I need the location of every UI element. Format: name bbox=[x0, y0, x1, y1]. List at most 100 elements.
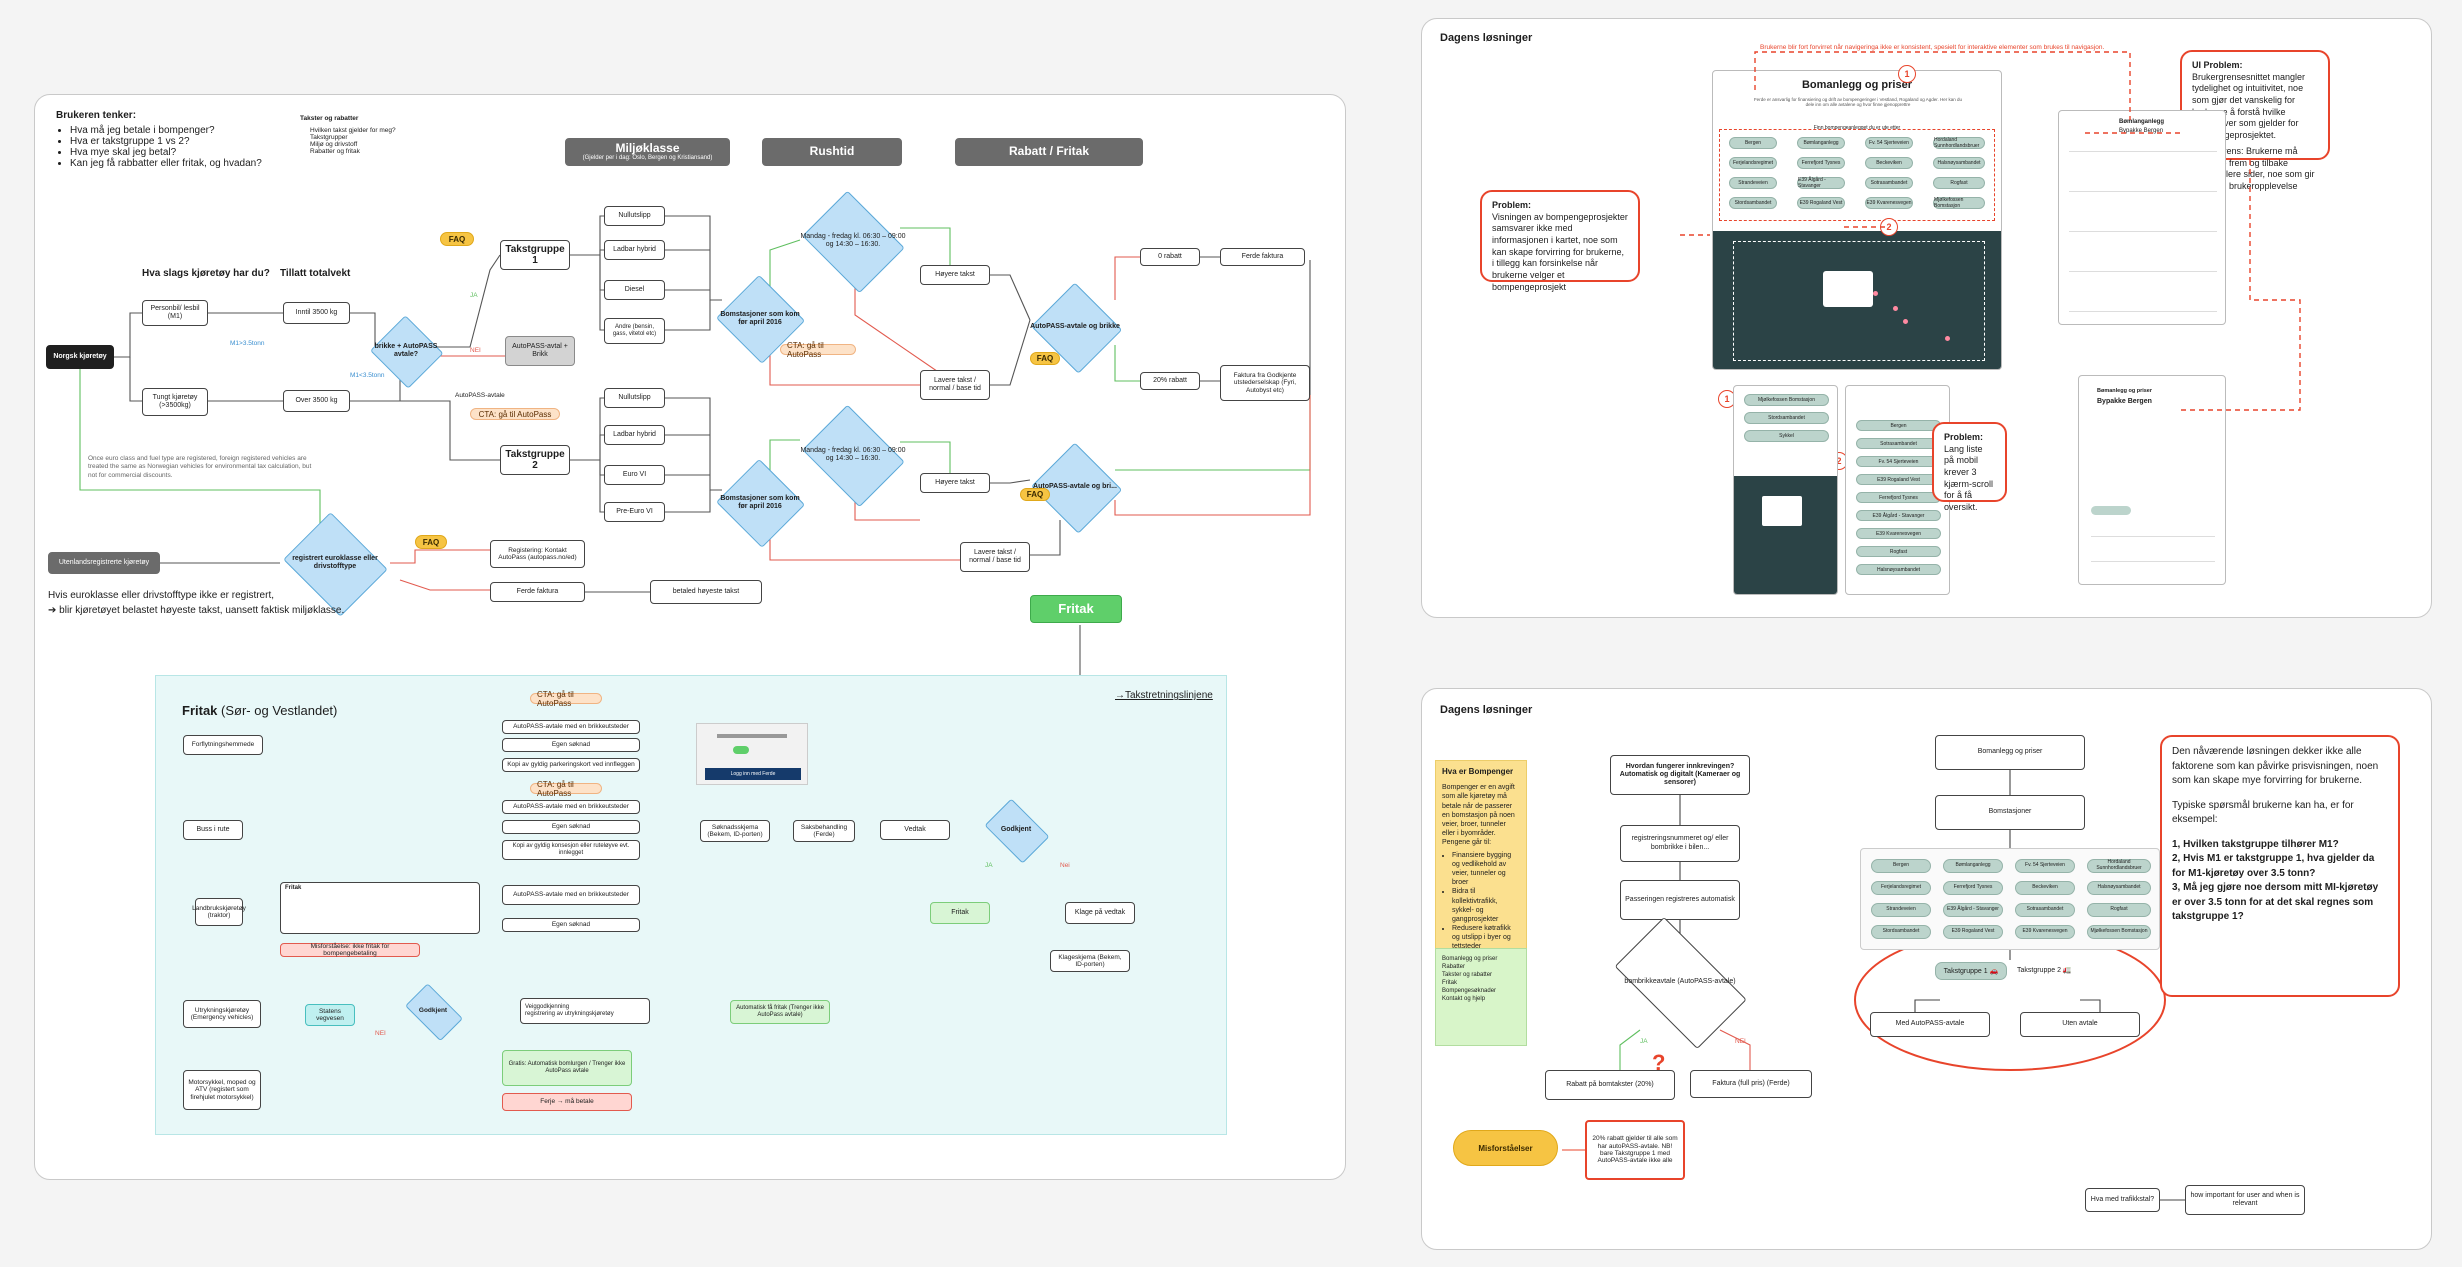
green-item-6: Kontakt og hjelp bbox=[1442, 996, 1486, 1003]
rabatt-0: 0 rabatt bbox=[1140, 248, 1200, 266]
br-chip-9[interactable]: Strandeveien bbox=[1871, 903, 1931, 917]
fritak-nei-2: NEI bbox=[375, 1030, 386, 1037]
br-chip-2[interactable]: Bømlanganlegg bbox=[1943, 859, 2003, 873]
faq-2[interactable]: FAQ bbox=[1030, 352, 1060, 365]
rush-decision-2: Mandag - fredag kl. 06:30 – 09:00 og 14:… bbox=[798, 412, 908, 498]
sticky-item-2: Bidra til kollektivtrafikk, sykkel- og g… bbox=[1452, 887, 1520, 923]
chip-16[interactable]: Mjølkefossen Bomstasjon bbox=[1933, 197, 1985, 209]
br-chip-13[interactable]: Stordsambandet bbox=[1871, 925, 1931, 939]
tg2-item-3: Euro VI bbox=[604, 465, 665, 485]
fritak-cta-2[interactable]: CTA: gå til AutoPass bbox=[530, 780, 602, 798]
sticky-title: Hva er Bompenger bbox=[1442, 767, 1514, 776]
chip-11[interactable]: Sotrasambandet bbox=[1865, 177, 1913, 189]
mobile2-chip-6[interactable]: E39 Ålgård - Stavanger bbox=[1856, 510, 1941, 521]
chip-12[interactable]: Rogfast bbox=[1933, 177, 1985, 189]
chip-9[interactable]: Strandeveien bbox=[1729, 177, 1777, 189]
note-q1: 1, Hvilken takstgruppe tilhører M1? bbox=[2172, 838, 2339, 850]
tg1-item-3: Diesel bbox=[604, 280, 665, 300]
br-chip-10[interactable]: E39 Ålgård - Stavanger bbox=[1943, 903, 2003, 917]
faq-3[interactable]: FAQ bbox=[1020, 488, 1050, 501]
gratis-box: Gratis: Automatisk bomlurgen / Trenger i… bbox=[502, 1050, 632, 1086]
map-view[interactable] bbox=[1713, 231, 2001, 369]
rabatt-20: 20% rabatt bbox=[1140, 372, 1200, 390]
br-chip-5[interactable]: Ferjelandsregimet bbox=[1871, 881, 1931, 895]
faq-1[interactable]: FAQ bbox=[440, 232, 474, 246]
mobile-chip-2[interactable]: Stordsambandet bbox=[1744, 412, 1829, 424]
chip-6[interactable]: Ferrefjord Tysnes bbox=[1797, 157, 1845, 169]
br-chip-6[interactable]: Ferrefjord Tysnes bbox=[1943, 881, 2003, 895]
cta-autopass-1[interactable]: CTA: gå til AutoPass bbox=[470, 408, 560, 420]
br-chip-12[interactable]: Rogfast bbox=[2087, 903, 2151, 917]
mobile-screenshot-4: Bømanlegg og priser Bypakke Bergen bbox=[2078, 375, 2226, 585]
sticky-item-3: Redusere køtrafikk og utslipp i byer og … bbox=[1452, 924, 1520, 951]
personbil: Personbil/ lesbil (M1) bbox=[142, 300, 208, 326]
br-chip-4[interactable]: Hordaland Sunnhordlandsbruer bbox=[2087, 859, 2151, 873]
br-takstgruppe-2[interactable]: Takstgruppe 2 🚛 bbox=[2017, 967, 2072, 974]
br-chip-3[interactable]: Fv. 54 Sjerteveien bbox=[2015, 859, 2075, 873]
fritak-note-label: Fritak bbox=[285, 885, 302, 891]
chip-13[interactable]: Stordsambandet bbox=[1729, 197, 1777, 209]
tg2-item-1: Nullutslipp bbox=[604, 388, 665, 408]
chip-15[interactable]: E39 Kvarenesvegen bbox=[1865, 197, 1913, 209]
autopass-avtale-label: AutoPASS-avtale bbox=[455, 392, 505, 399]
br-med-avtale: Med AutoPASS-avtale bbox=[1870, 1012, 1990, 1037]
foreign-note: Once euro class and fuel type are regist… bbox=[88, 455, 312, 479]
br-nei: NEI bbox=[1735, 1038, 1746, 1045]
br-bomstasjoner: Bomstasjoner bbox=[1935, 795, 2085, 830]
br-chip-7[interactable]: Beckeviken bbox=[2015, 881, 2075, 895]
header-miljoklasse: Miljøklasse (Gjelder per i dag: Oslo, Be… bbox=[565, 138, 730, 166]
miljo-sub: (Gjelder per i dag: Oslo, Bergen og Kris… bbox=[582, 155, 713, 162]
godkjent2-decision: Godkjent bbox=[400, 990, 466, 1032]
br-chip-16[interactable]: Mjølkefossen Bomstasjon bbox=[2087, 925, 2151, 939]
mobile-map-1[interactable] bbox=[1734, 476, 1837, 594]
chip-5[interactable]: Ferjelandsregimet bbox=[1729, 157, 1777, 169]
misforstaelse-fritak: Misforståelse: ikke fritak for bompengeb… bbox=[280, 943, 420, 957]
cat-motorsykkel: Motorsykkel, moped og ATV (registert som… bbox=[183, 1070, 261, 1110]
chip-8[interactable]: Halsnøysambandet bbox=[1933, 157, 1985, 169]
takstretningslinjene-link[interactable]: →Takstretningslinjene bbox=[1115, 690, 1213, 701]
note-q2: 2, Hvis M1 er takstgruppe 1, hva gjelder… bbox=[2172, 853, 2375, 879]
chip-1[interactable]: Bergen bbox=[1729, 137, 1777, 149]
registrering-box: Registering: Kontakt AutoPass (autopass.… bbox=[490, 540, 585, 568]
cta-autopass-2[interactable]: CTA: gå til AutoPass bbox=[780, 341, 856, 359]
green-item-2: Rabatter bbox=[1442, 964, 1466, 971]
mobile2-chip-7[interactable]: E39 Kvarenesvegen bbox=[1856, 528, 1941, 539]
br-chip-15[interactable]: E39 Kvarenesvegen bbox=[2015, 925, 2075, 939]
chip-2[interactable]: Bømlanganlegg bbox=[1797, 137, 1845, 149]
br-chip-14[interactable]: E39 Rogaland Vest bbox=[1943, 925, 2003, 939]
mobile-chip-1[interactable]: Mjølkefossen Bomstasjon bbox=[1744, 394, 1829, 406]
fritak-landbruk-note: Fritak bbox=[280, 882, 480, 934]
mobile2-chip-8[interactable]: Rogfast bbox=[1856, 546, 1941, 557]
hoyere-takst-1: Høyere takst bbox=[920, 265, 990, 285]
faktura-godkjente: Faktura fra Godkjente utstederselskap (F… bbox=[1220, 365, 1310, 401]
chip-10[interactable]: E39 Ålgård - Stavanger bbox=[1797, 177, 1845, 189]
questions-note: Den nåværende løsningen dekker ikke alle… bbox=[2160, 735, 2400, 997]
chip-4[interactable]: Hordaland Sunnhordlandsbruer bbox=[1933, 137, 1985, 149]
user-thinks-title: Brukeren tenker: bbox=[56, 110, 137, 121]
br-takstgruppe-1[interactable]: Takstgruppe 1 🚗 bbox=[1935, 962, 2007, 980]
br-chip-11[interactable]: Sotrasambandet bbox=[2015, 903, 2075, 917]
faq-4[interactable]: FAQ bbox=[415, 535, 447, 549]
br-chip-1[interactable]: Bergen bbox=[1871, 859, 1931, 873]
chip-3[interactable]: Fv. 54 Sjerteveien bbox=[1865, 137, 1913, 149]
dagens-title-1: Dagens løsninger bbox=[1440, 32, 1533, 44]
phone2-title: Bømanlegg og priser bbox=[2097, 388, 2153, 394]
user-thinks: Brukeren tenker: Hva må jeg betale i bom… bbox=[56, 110, 276, 169]
problem-note-2: Problem: Lang liste på mobil krever 3 kj… bbox=[1932, 422, 2007, 512]
klageskjema: Klageskjema (Bekem, ID-porten) bbox=[1050, 950, 1130, 972]
fritak-cta-1[interactable]: CTA: gå til AutoPass bbox=[530, 690, 602, 708]
mobile2-chip-9[interactable]: Halsnøysambandet bbox=[1856, 564, 1941, 575]
br-chip-8[interactable]: Halsnøysambandet bbox=[2087, 881, 2151, 895]
sticky-body: Bompenger er en avgift som alle kjøretøy… bbox=[1442, 784, 1515, 846]
ferde-login-button[interactable]: Logg inn med Ferde bbox=[705, 768, 801, 780]
ferde-faktura-1: Ferde faktura bbox=[1220, 248, 1305, 266]
fritak-title: Fritak (Sør- og Vestlandet) bbox=[182, 703, 337, 718]
cat-utrykning: Utrykningskjøretøy (Emergency vehicles) bbox=[183, 1000, 261, 1028]
flow-rabatt: Rabatt på bomtakster (20%) bbox=[1545, 1070, 1675, 1100]
ui-problem-title: UI Problem: bbox=[2192, 60, 2243, 70]
chip-14[interactable]: E39 Rogaland Vest bbox=[1797, 197, 1845, 209]
autopass-brikke-decision: AutoPASS-avtale og brikke bbox=[1030, 285, 1120, 369]
chip-7[interactable]: Beckeviken bbox=[1865, 157, 1913, 169]
mobile-chip-3[interactable]: Sykkel bbox=[1744, 430, 1829, 442]
cat-forflytningshemmede: Forflytningshemmede bbox=[183, 735, 263, 755]
